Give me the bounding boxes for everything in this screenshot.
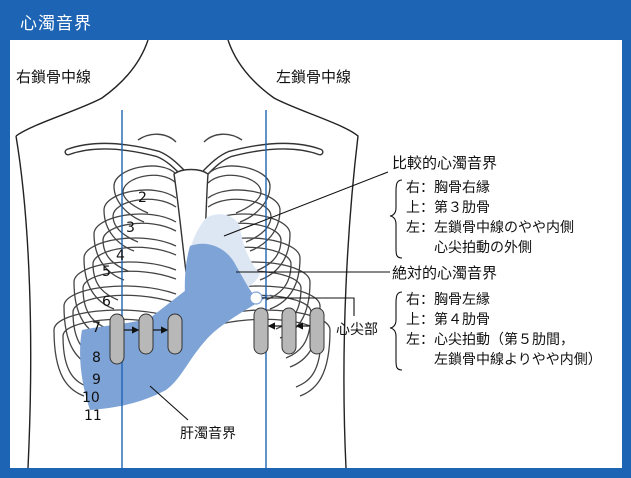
absolute-dullness-area: [184, 243, 256, 315]
rib-number-label: 8: [92, 350, 101, 366]
rib-5-right: [83, 237, 177, 310]
rib-8-right: [53, 309, 177, 397]
detail-text: 第４肋骨: [434, 311, 490, 328]
rib-number-label: 11: [84, 408, 102, 424]
detail-text: 第３肋骨: [434, 199, 490, 216]
clavicle-right-inner: [65, 144, 185, 175]
rib-number-label: 9: [92, 372, 101, 388]
rib-5-right-inner: [92, 246, 177, 301]
rib-3-right-inner: [112, 198, 177, 243]
brace-absolute: [389, 291, 403, 371]
rib-1-right: [137, 133, 177, 143]
detail-text: 胸骨左縁: [434, 292, 490, 308]
detail-text: 心尖拍動（第５肋間，: [434, 331, 574, 348]
liver-dullness-label: 肝濁音界: [180, 425, 236, 442]
brace-relative: [389, 179, 403, 259]
absolute-dullness-title: 絶対的心濁音界: [392, 264, 497, 282]
leader-relative: [223, 171, 389, 237]
rib-6-right: [73, 261, 177, 339]
torso-outline: [15, 40, 359, 468]
apex-circle: [249, 291, 263, 305]
rib-4-right: [93, 213, 177, 281]
detail-text: 胸骨右縁: [434, 180, 490, 196]
leader-apex: [262, 297, 355, 316]
rib-3-right: [103, 189, 177, 252]
detail-key: 右：: [406, 292, 434, 308]
detail-text: 左鎖骨中線よりやや内側）: [434, 352, 602, 368]
detail-key: 左：: [406, 220, 434, 236]
rib-2-left: [207, 165, 271, 223]
left-midclavicular-label: 左鎖骨中線: [276, 68, 351, 86]
rib-number-label: 6: [102, 294, 111, 310]
rib-4-right-inner: [102, 222, 177, 272]
detail-key: 上：: [406, 312, 434, 328]
rib-1-left: [203, 133, 243, 143]
detail-key: 左：: [406, 332, 434, 348]
rib-2-right: [113, 165, 177, 223]
rib-6-right-inner: [82, 270, 177, 330]
relative-dullness-title: 比較的心濁音界: [392, 154, 497, 172]
rib-7-right: [63, 285, 177, 368]
rib-number-label: 5: [102, 264, 111, 280]
rib-3-left: [207, 189, 281, 252]
apex-label: 心尖部: [336, 322, 378, 338]
rib-2-left-inner: [207, 174, 262, 214]
rib-number-label: 4: [116, 248, 125, 264]
percussion-fingers-right: [109, 313, 183, 365]
detail-text: 心尖拍動の外側: [434, 240, 532, 256]
rib-8-right-inner: [62, 318, 177, 388]
right-midclavicular-label: 右鎖骨中線: [16, 68, 91, 86]
rib-2-right-inner: [122, 174, 177, 214]
rib-number-label: 2: [138, 190, 147, 206]
detail-text: 左鎖骨中線のやや内側: [434, 220, 574, 236]
rib-number-label: 10: [82, 390, 100, 406]
rib-number-label: 7: [92, 320, 101, 336]
figure-header: 心濁音界: [0, 0, 631, 40]
figure-title: 心濁音界: [20, 14, 92, 34]
rib-8-left: [207, 309, 331, 397]
percussion-fingers-left: [253, 307, 325, 355]
rib-4-left: [207, 213, 291, 281]
detail-key: 上：: [406, 200, 434, 216]
clavicle-left-inner: [203, 144, 323, 175]
leader-liver: [149, 385, 189, 421]
rib-number-label: 3: [126, 220, 135, 236]
rib-3-left-inner: [207, 198, 272, 243]
detail-key: 右：: [406, 180, 434, 196]
